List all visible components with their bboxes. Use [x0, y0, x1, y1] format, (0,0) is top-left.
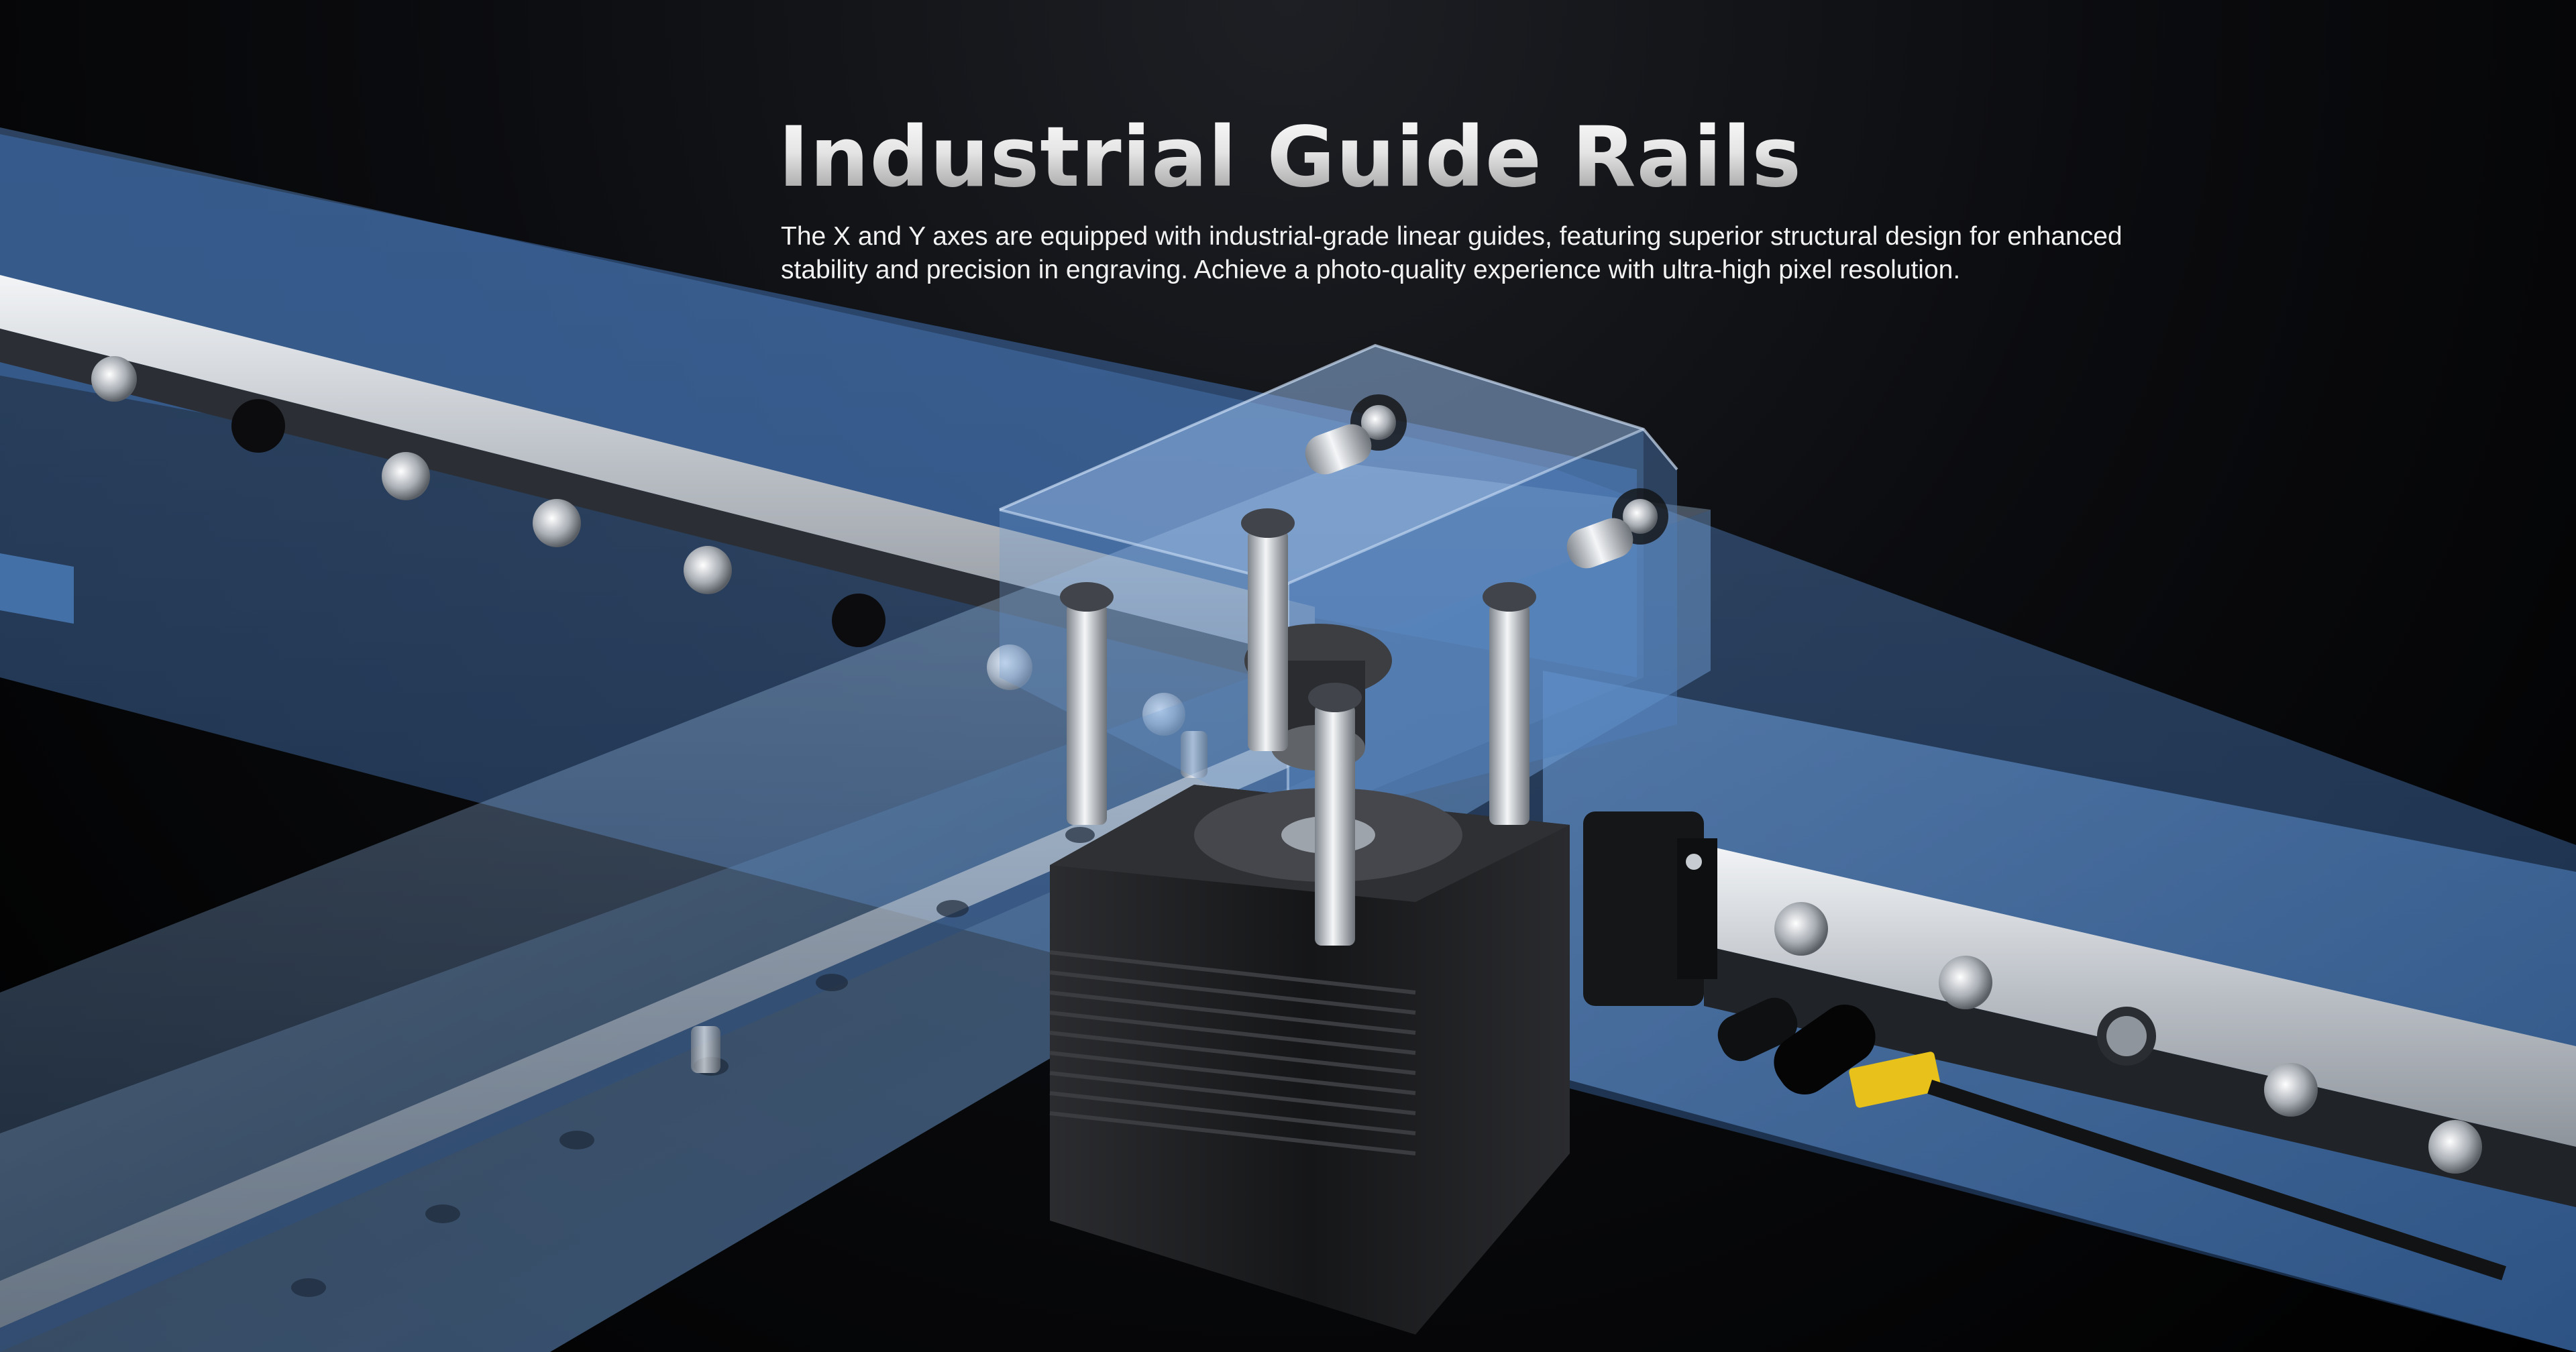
feature-copy: Industrial Guide Rails The X and Y axes … — [778, 107, 2254, 287]
stepper-motor — [1049, 785, 1570, 1335]
description-line-2: stability and precision in engraving. Ac… — [781, 256, 1961, 284]
standoff-pins — [1060, 508, 1536, 946]
headline: Industrial Guide Rails — [778, 107, 2254, 208]
description-line-1: The X and Y axes are equipped with indus… — [781, 222, 2123, 251]
right-rail-bolts — [1774, 902, 2482, 1174]
feature-description: The X and Y axes are equipped with indus… — [781, 220, 2254, 287]
